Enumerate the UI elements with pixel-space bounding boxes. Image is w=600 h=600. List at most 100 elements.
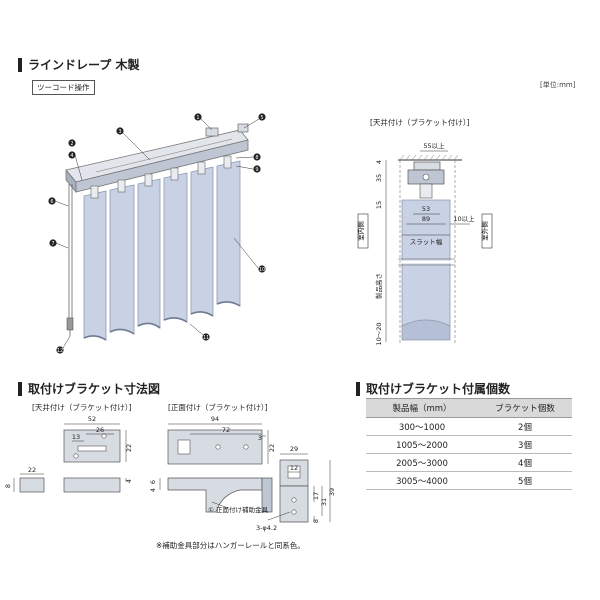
table-row: 1005～2000 3個 — [366, 435, 572, 454]
dim-bottom: 10～20 — [375, 322, 383, 345]
slat-hems — [83, 301, 241, 341]
section-hanger — [419, 183, 433, 199]
callout-12: 12 — [56, 346, 64, 354]
callout-5: 5 — [258, 113, 266, 121]
indoor-label-box: 室内側 — [356, 213, 369, 249]
table-header-row: 製品幅（mm） ブラケット個数 — [366, 398, 572, 418]
svg-text:2: 2 — [70, 141, 73, 147]
dim-35: 35 — [375, 174, 383, 182]
svg-text:4: 4 — [125, 479, 133, 483]
callout-8: 8 — [253, 153, 261, 161]
aux-dims — [267, 453, 331, 522]
svg-text:22: 22 — [125, 444, 133, 452]
ceiling-bracket-label: [天井付け（ブラケット付け）] — [32, 403, 132, 412]
svg-text:8: 8 — [312, 519, 320, 523]
front-bracket-side — [167, 477, 263, 513]
callout-7: 7 — [49, 239, 57, 247]
aux-fitting-face — [279, 485, 309, 523]
svg-text:1: 1 — [196, 115, 199, 121]
svg-text:7: 7 — [51, 241, 54, 247]
callout-6: 6 — [48, 197, 56, 205]
section-slat-hem — [401, 319, 451, 341]
rail-groove — [95, 138, 233, 173]
dim-89: 89 — [422, 215, 430, 223]
svg-text:12: 12 — [57, 348, 63, 354]
svg-text:8: 8 — [4, 484, 12, 488]
svg-text:11: 11 — [203, 335, 209, 341]
dim-15: 15 — [375, 201, 383, 209]
svg-text:9: 9 — [255, 167, 258, 173]
slat-width-label: スラット幅 — [410, 237, 443, 246]
unit-label: [単位:mm] — [540, 81, 576, 89]
ceiling-bracket-dim-text: 52 13 26 22 4 22 8 — [4, 415, 133, 488]
svg-text:10: 10 — [259, 267, 265, 273]
footnote: ※補助金具部分はハンガーレールと同系色。 — [156, 541, 305, 550]
svg-text:29: 29 — [290, 445, 298, 453]
svg-text:52: 52 — [88, 415, 96, 423]
operation-tag: ツーコード操作 — [32, 80, 95, 95]
front-aux-plate — [261, 477, 273, 513]
ceiling-bracket-side — [19, 477, 45, 493]
svg-text:39: 39 — [328, 488, 336, 496]
dim-4: 4 — [375, 160, 383, 164]
callout-9: 9 — [253, 165, 261, 173]
bracket-count-heading: 取付けブラケット付属個数 — [356, 380, 510, 397]
svg-text:3: 3 — [118, 129, 121, 135]
product-callouts: 1 2 3 4 5 6 7 8 9 10 11 12 — [48, 113, 266, 354]
svg-text:4: 4 — [149, 488, 157, 492]
hangers — [90, 155, 232, 199]
title-text: ラインドレープ 木製 — [28, 58, 140, 72]
ceiling-section-label: [天井付け（ブラケット付け）] — [370, 118, 470, 127]
ceiling-hatch — [399, 154, 459, 161]
rail-bracket-2 — [237, 123, 249, 133]
title-bar — [18, 57, 22, 72]
table-row: 300～1000 2個 — [366, 417, 572, 436]
front-bracket-dim-text: 94 72 3 22 6 4 — [149, 415, 276, 492]
svg-text:13: 13 — [72, 433, 80, 441]
dimension-lines — [385, 150, 470, 342]
svg-text:8: 8 — [255, 155, 258, 161]
svg-text:室内側: 室内側 — [356, 221, 365, 241]
svg-text:6: 6 — [50, 199, 53, 205]
rail-bracket-1 — [205, 127, 219, 137]
section-dim-text: 55以上 4 35 15 53 89 10以上 スラット幅 製品高さ 10～20 — [374, 141, 475, 346]
ceiling-bracket-front — [63, 477, 121, 493]
svg-text:3-φ4.2: 3-φ4.2 — [256, 524, 277, 532]
front-bracket-label: [正面付け（ブラケット付け）] — [168, 403, 268, 412]
svg-text:室外側: 室外側 — [480, 221, 489, 241]
svg-text:31: 31 — [320, 498, 328, 506]
rail-front — [75, 139, 249, 193]
aux-dim-text: 29 12 17 31 39 8 3-φ4.2 — [256, 445, 336, 532]
bracket-count-table: 製品幅（mm） ブラケット個数 300～1000 2個 1005～2000 3個… — [366, 398, 572, 490]
outdoor-label-box: 室外側 — [480, 213, 493, 249]
dim-53: 53 — [422, 205, 430, 213]
front-bracket-block — [177, 439, 191, 455]
callout-3: 3 — [116, 127, 124, 135]
col-count: ブラケット個数 — [478, 398, 572, 418]
col-width: 製品幅（mm） — [366, 398, 478, 418]
table-row: 3005～4000 5個 — [366, 471, 572, 490]
dim-55: 55以上 — [423, 141, 445, 150]
wall-lines — [399, 160, 456, 345]
dim-10: 10以上 — [453, 214, 475, 223]
svg-text:94: 94 — [211, 415, 219, 423]
aux-label-marker: ① — [208, 506, 214, 514]
svg-text:17: 17 — [312, 492, 320, 500]
svg-text:6: 6 — [149, 480, 157, 484]
bracket-dims-heading: 取付けブラケット寸法図 — [18, 380, 160, 397]
svg-text:22: 22 — [28, 466, 36, 474]
page-title: ラインドレープ 木製 — [18, 56, 139, 73]
break-lines — [398, 258, 455, 266]
callout-10: 10 — [258, 265, 266, 273]
callout-2: 2 — [68, 139, 76, 147]
table-row: 2005～3000 4個 — [366, 453, 572, 472]
svg-text:22: 22 — [268, 444, 276, 452]
front-bracket-dims — [159, 423, 269, 490]
svg-text:3: 3 — [258, 434, 262, 442]
section-runner — [422, 173, 430, 181]
svg-text:26: 26 — [96, 426, 104, 434]
callout-1: 1 — [194, 113, 202, 121]
ceiling-bracket-dims — [13, 423, 127, 492]
